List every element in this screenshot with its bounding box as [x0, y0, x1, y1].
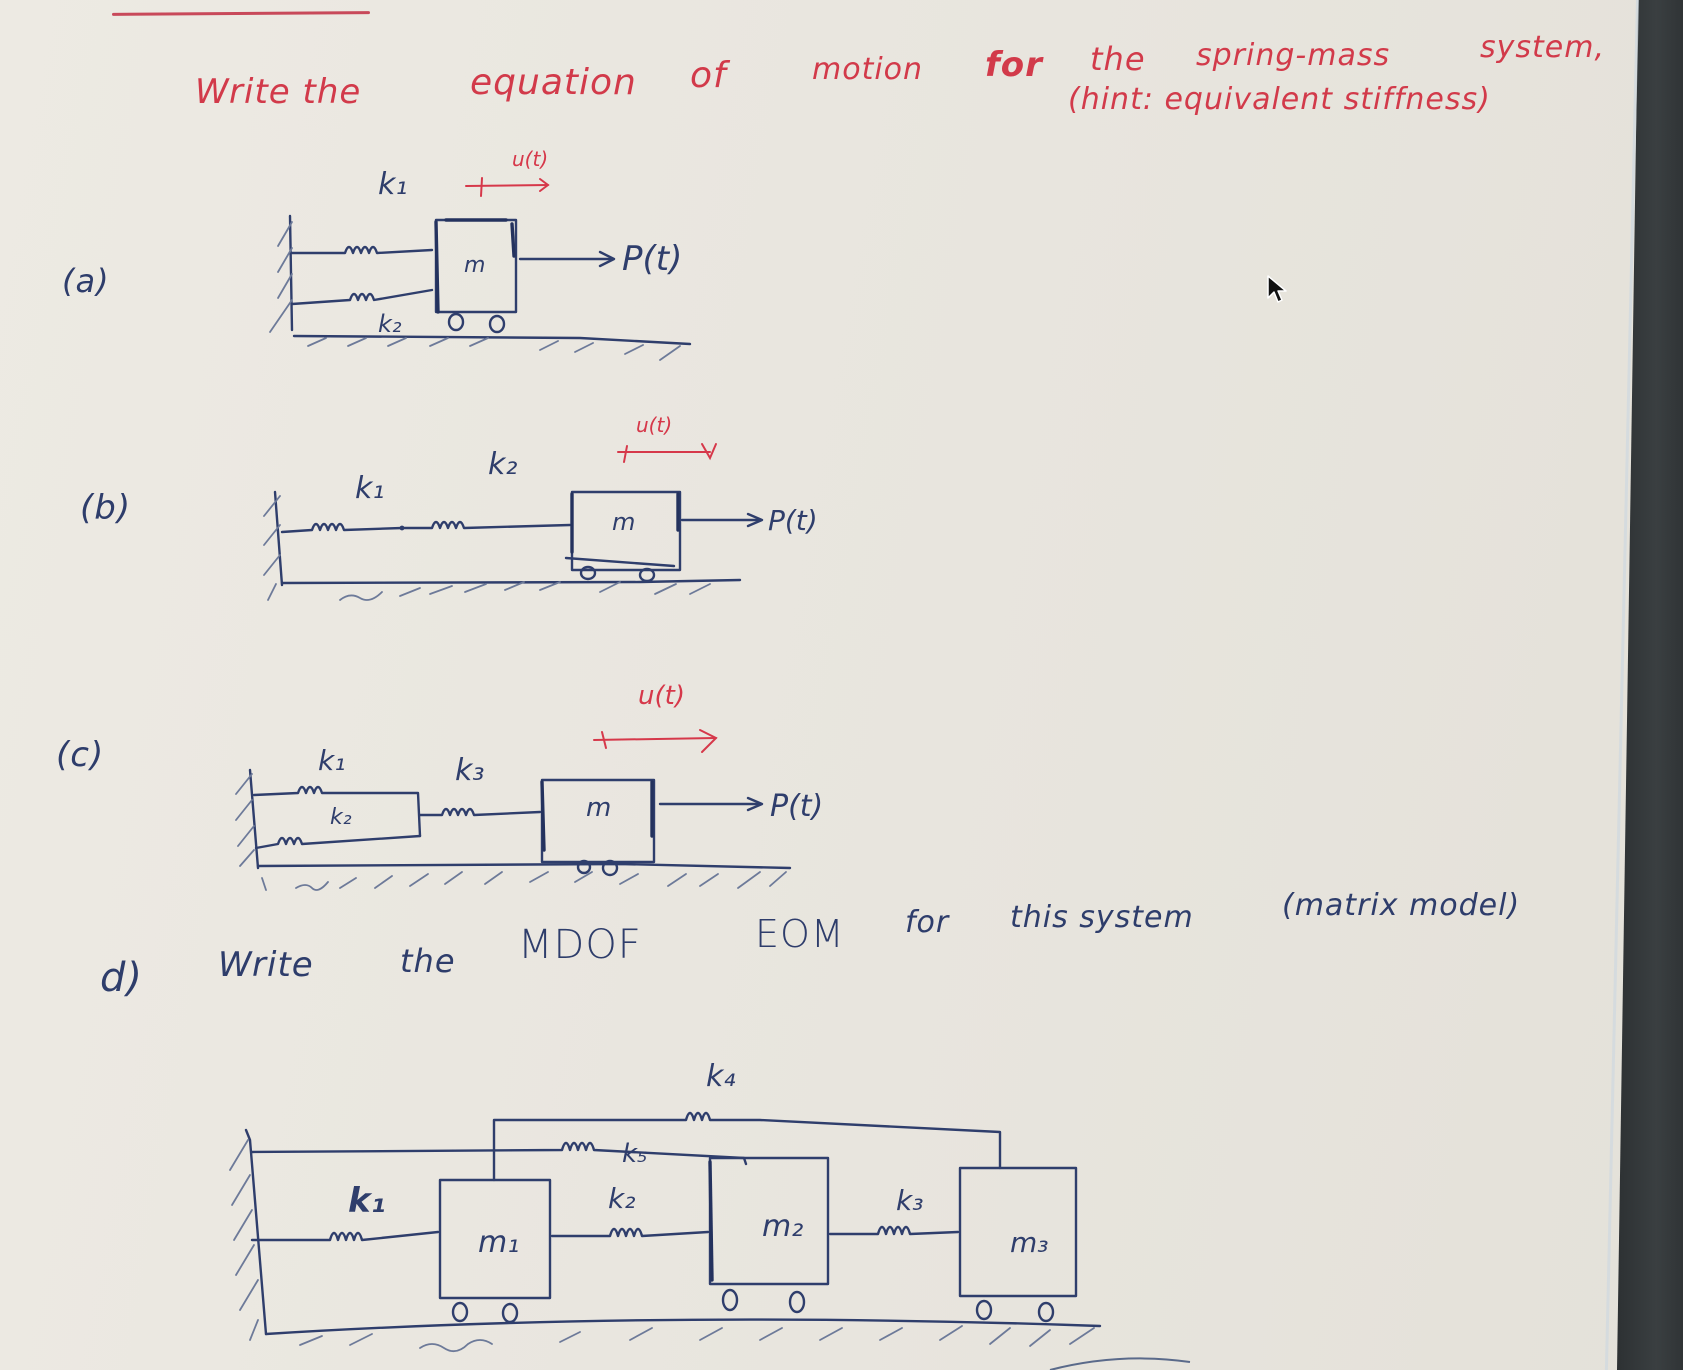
- wall-b: [273, 490, 284, 587]
- hint-text: (hint: equivalent stiffness): [1068, 82, 1491, 117]
- prompt-word-this-system: this system: [1010, 900, 1194, 935]
- spring-k2-a: [290, 288, 434, 306]
- spring-k3-c: [418, 807, 542, 817]
- spring-label-k1-b: k₁: [355, 471, 384, 506]
- mass-label-m2: m₂: [762, 1209, 803, 1244]
- bottom-edge-curve: [1049, 1357, 1191, 1370]
- title-word-system: system,: [1480, 30, 1605, 65]
- spring-k4-d: [492, 1111, 1002, 1182]
- spring-label-k2-d: k₂: [608, 1182, 635, 1215]
- title-word-write-the: Write the: [195, 72, 362, 112]
- ground-b: [280, 578, 742, 585]
- prompt-word-write: Write: [218, 945, 314, 985]
- title-word-spring-mass: spring-mass: [1196, 38, 1391, 73]
- problem-b-label: (b): [80, 488, 132, 528]
- diagram-b: m P(t) k₁ k₂ u(t): [263, 413, 818, 601]
- mass-label-m3: m₃: [1010, 1226, 1049, 1259]
- spring-label-k4-d: k₄: [706, 1059, 735, 1094]
- spring-k1-d: [250, 1230, 440, 1242]
- force-label-a: P(t): [622, 239, 682, 279]
- force-label-b: P(t): [768, 504, 818, 537]
- diagram-c: m P(t) k₁ k₂ k₃ u(t): [235, 681, 823, 891]
- mass-label-c: m: [586, 793, 611, 823]
- spring-k2-d: [550, 1227, 710, 1238]
- spring-label-k5-d: k₅: [622, 1139, 647, 1169]
- displacement-arrow-a: [465, 184, 549, 187]
- spring-k5-d: [250, 1141, 748, 1166]
- problem-d-label: d): [100, 955, 143, 1001]
- title-word-motion: motion: [812, 52, 924, 87]
- spring-label-k3-d: k₃: [896, 1184, 923, 1217]
- prompt-word-mdof: MDOF: [518, 922, 642, 968]
- wall-a: [288, 214, 294, 332]
- ground-c: [256, 862, 792, 870]
- spring-label-k3-c: k₃: [455, 753, 484, 788]
- spring-label-k2-b: k₂: [488, 447, 517, 482]
- problem-a-label: (a): [62, 262, 110, 300]
- mass-label-b: m: [612, 508, 635, 536]
- displacement-label-b: u(t): [636, 413, 672, 437]
- spring-k2-c: [254, 834, 422, 850]
- diagram-d: m₁ m₂ m₃ k₁ k₂ k₃ k₄ k₅: [229, 1059, 1102, 1353]
- title-word-the: the: [1090, 40, 1146, 78]
- ground-d: [264, 1318, 1102, 1336]
- problem-c-label: (c): [56, 735, 105, 775]
- force-label-c: P(t): [770, 789, 823, 824]
- spring-label-k1-d: k₁: [348, 1181, 386, 1221]
- spring-k1-b: [280, 522, 404, 534]
- title-word-of: of: [690, 55, 727, 96]
- wall-d: [244, 1128, 268, 1336]
- spring-label-k2-a: k₂: [378, 310, 402, 338]
- mass-label-a: m: [464, 253, 485, 278]
- mass-label-m1: m₁: [478, 1225, 519, 1260]
- spring-k3-d: [828, 1225, 960, 1236]
- spring-label-k2-c: k₂: [330, 805, 352, 830]
- spring-k2-b: [400, 520, 572, 530]
- wall-hatch-a: [269, 221, 293, 333]
- mass-box-m3: [958, 1166, 1078, 1298]
- title-word-equation: equation: [470, 62, 637, 103]
- prompt-word-eom: EOM: [755, 912, 845, 956]
- prompt-word-for: for: [905, 905, 950, 940]
- wall-c: [248, 768, 260, 870]
- spring-k1-c: [252, 785, 422, 838]
- diagram-a: m P(t) k₁ k₂ u(t): [269, 147, 692, 361]
- displacement-label-a: u(t): [512, 147, 548, 171]
- spring-k1-a: [290, 245, 434, 255]
- spring-label-k1-a: k₁: [378, 167, 407, 202]
- displacement-arrow-c: [593, 737, 717, 741]
- prompt-word-matrix-model: (matrix model): [1282, 888, 1521, 923]
- title-word-for: for: [985, 45, 1043, 85]
- spring-label-k1-c: k₁: [318, 744, 345, 777]
- ground-hatch-a: [307, 337, 681, 361]
- arrow-pointer-icon: [1267, 275, 1287, 303]
- prompt-word-the: the: [400, 942, 456, 980]
- displacement-label-c: u(t): [638, 681, 685, 711]
